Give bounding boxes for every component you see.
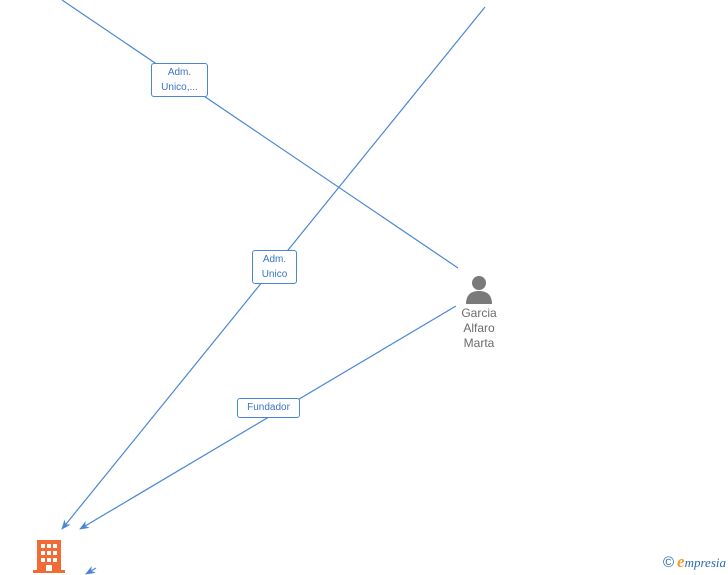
edge-adm-unico-top <box>61 0 459 269</box>
building-icon[interactable] <box>33 538 65 574</box>
edge-label-fundador[interactable]: Fundador <box>237 398 300 418</box>
person-name[interactable]: Garcia Alfaro Marta <box>461 306 497 350</box>
edge-partial-bottom <box>85 565 97 575</box>
copyright-symbol: © <box>662 554 675 571</box>
edge-label-adm-unico-mid[interactable]: Adm. Unico <box>252 250 297 284</box>
brand-name: mpresia <box>684 555 726 570</box>
person-icon <box>466 276 492 304</box>
brand-footer[interactable]: ©empresia <box>663 552 726 572</box>
edge-label-adm-unico-top[interactable]: Adm. Unico,... <box>151 63 208 97</box>
brand-initial: e <box>677 552 685 571</box>
person-node[interactable]: Garcia Alfaro Marta <box>446 274 512 351</box>
